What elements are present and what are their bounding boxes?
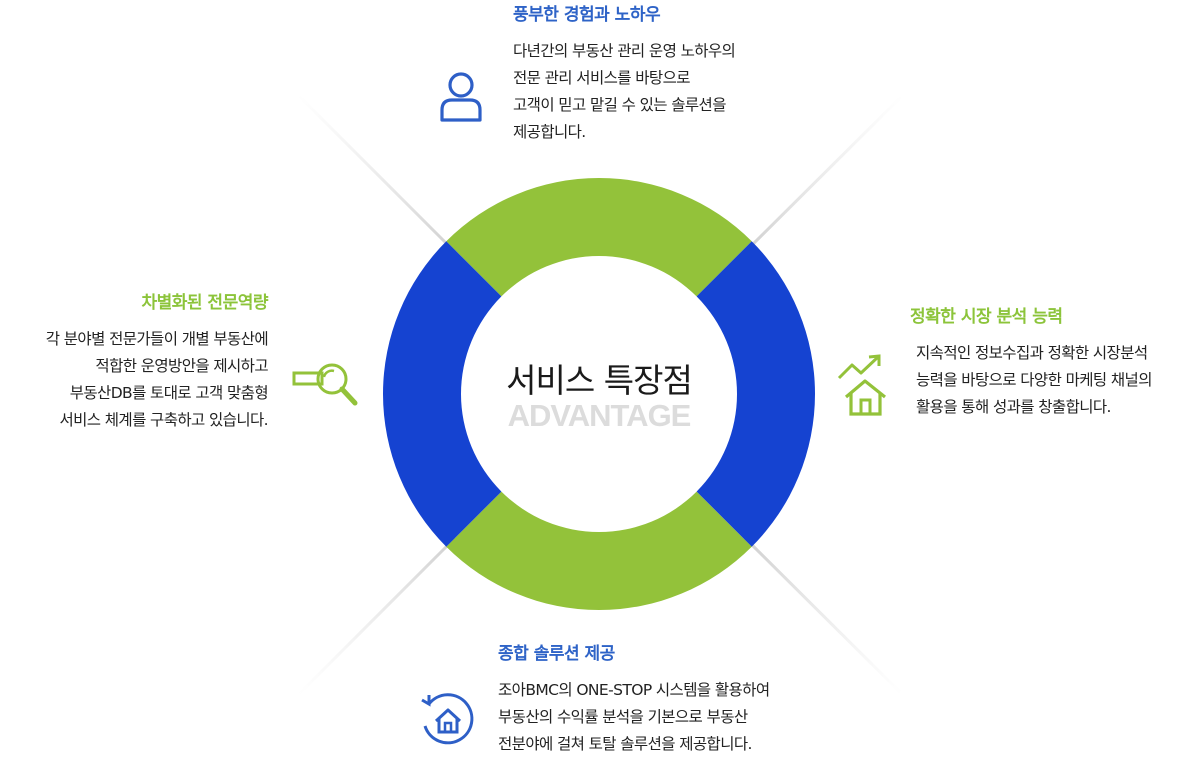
center-subtitle: ADVANTAGE	[507, 398, 692, 433]
feature-left: 차별화된 전문역량 각 분야별 전문가들이 개별 부동산에 적합한 운영방안을 …	[45, 288, 269, 434]
feature-left-line: 부동산DB를 토대로 고객 맞춤형	[69, 384, 269, 402]
feature-top-description: 다년간의 부동산 관리 운영 노하우의 전문 관리 서비스를 바탕으로 고객이 …	[513, 38, 736, 146]
feature-bottom-description: 조아BMC의 ONE-STOP 시스템을 활용하여 부동산의 수익률 분석을 기…	[498, 677, 770, 758]
ring-segment-top	[446, 178, 752, 297]
line-bottom-left	[296, 536, 457, 697]
feature-right-line: 능력을 바탕으로 다양한 마케팅 채널의	[916, 371, 1152, 389]
ring-segment-bottom	[446, 491, 752, 610]
feature-top-line: 고객이 믿고 맡길 수 있는 솔루션을	[513, 96, 726, 114]
feature-top-line: 전문 관리 서비스를 바탕으로	[513, 69, 691, 87]
feature-bottom-line: 부동산의 수익률 분석을 기본으로 부동산	[498, 708, 748, 726]
feature-right-description: 지속적인 정보수집과 정확한 시장분석 능력을 바탕으로 다양한 마케팅 채널의…	[916, 340, 1152, 421]
feature-top-title: 풍부한 경험과 노하우	[513, 5, 661, 25]
feature-left-line: 각 분야별 전문가들이 개별 부동산에	[45, 330, 269, 348]
feature-top-line: 다년간의 부동산 관리 운영 노하우의	[513, 42, 736, 60]
magnifier-icon	[292, 360, 360, 414]
house-cycle-icon	[417, 690, 479, 754]
feature-bottom-title: 종합 솔루션 제공	[498, 644, 615, 664]
line-top-left	[296, 93, 457, 254]
line-bottom-right	[743, 536, 905, 697]
feature-right-line: 활용을 통해 성과를 창출합니다.	[916, 398, 1111, 416]
feature-top: 풍부한 경험과 노하우 다년간의 부동산 관리 운영 노하우의 전문 관리 서비…	[513, 0, 736, 146]
feature-left-line: 적합한 운영방안을 제시하고	[95, 357, 268, 375]
feature-left-title: 차별화된 전문역량	[141, 293, 268, 313]
center-title: 서비스 특장점	[506, 361, 693, 400]
feature-bottom-line: 전분야에 걸쳐 토탈 솔루션을 제공합니다.	[498, 735, 752, 753]
feature-right: 정확한 시장 분석 능력 지속적인 정보수집과 정확한 시장분석 능력을 바탕으…	[910, 302, 1152, 421]
feature-left-line: 서비스 체계를 구축하고 있습니다.	[59, 411, 268, 429]
ring-segment-right	[696, 241, 815, 547]
feature-right-line: 지속적인 정보수집과 정확한 시장분석	[916, 344, 1148, 362]
feature-bottom: 종합 솔루션 제공 조아BMC의 ONE-STOP 시스템을 활용하여 부동산의…	[498, 639, 770, 758]
line-top-right	[743, 93, 905, 254]
feature-bottom-line: 조아BMC의 ONE-STOP 시스템을 활용하여	[498, 681, 770, 699]
feature-right-title: 정확한 시장 분석 능력	[910, 307, 1063, 327]
ring-segment-left	[382, 241, 502, 547]
feature-left-description: 각 분야별 전문가들이 개별 부동산에 적합한 운영방안을 제시하고 부동산DB…	[45, 326, 269, 434]
person-icon	[437, 70, 485, 128]
house-chart-icon	[836, 352, 890, 422]
feature-top-line: 제공합니다.	[513, 123, 586, 141]
